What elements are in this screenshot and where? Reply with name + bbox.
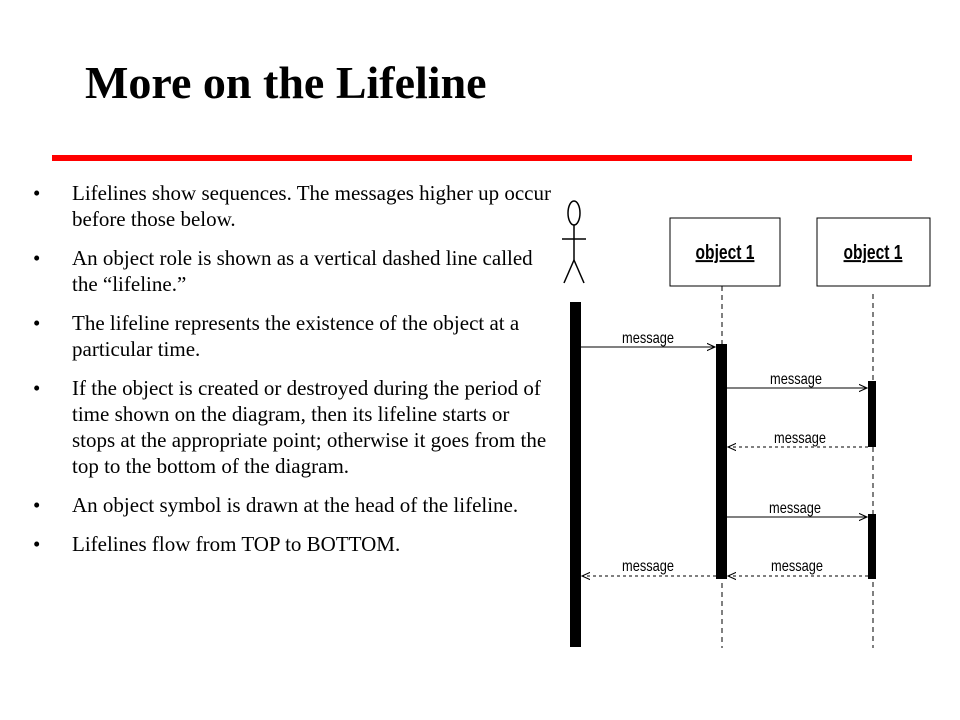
object-box-frame — [816, 217, 931, 287]
message-label: message — [770, 371, 822, 389]
bullet-item: • If the object is created or destroyed d… — [30, 375, 555, 479]
object-box-frame — [669, 217, 781, 287]
bullet-item: • Lifelines flow from TOP to BOTTOM. — [30, 531, 555, 557]
bullet-item: • An object role is shown as a vertical d… — [30, 245, 555, 297]
message-label: message — [769, 500, 821, 518]
actor-activation-bar — [570, 302, 581, 647]
message-label: message — [622, 330, 674, 348]
message-label: message — [622, 558, 674, 576]
message-return-arrow: message — [728, 558, 868, 576]
object-2-activation-bar — [868, 514, 876, 579]
bullet-text: An object symbol is drawn at the head of… — [72, 493, 519, 517]
object-1-activation-bar — [716, 344, 727, 579]
bullet-dot: • — [33, 493, 41, 517]
bullet-text: An object role is shown as a vertical da… — [72, 246, 533, 296]
message-arrow: message — [727, 371, 867, 389]
bullet-dot: • — [33, 532, 41, 556]
message-label: message — [774, 430, 826, 448]
bullet-text: If the object is created or destroyed du… — [72, 376, 547, 478]
bullet-dot: • — [33, 181, 41, 205]
bullet-text: Lifelines flow from TOP to BOTTOM. — [72, 532, 401, 556]
sequence-diagram: object 1 object 1 message message messag… — [562, 200, 931, 648]
message-arrow: message — [581, 330, 715, 348]
message-return-arrow: message — [728, 430, 868, 448]
bullet-text: Lifelines show sequences. The messages h… — [72, 181, 551, 231]
bullet-item: • An object symbol is drawn at the head o… — [30, 492, 555, 518]
message-arrow: message — [727, 500, 867, 518]
message-label: message — [771, 558, 823, 576]
bullet-dot: • — [33, 376, 41, 400]
object-label: object 1 — [696, 241, 755, 263]
actor-leg-left — [563, 259, 575, 284]
message-return-arrow: message — [582, 558, 716, 576]
actor-leg-right — [573, 259, 585, 284]
bullet-text: The lifeline represents the existence of… — [72, 311, 520, 361]
bullet-item: • Lifelines show sequences. The messages … — [30, 180, 555, 232]
slide-title: More on the Lifeline — [85, 57, 487, 108]
actor-stick-figure-icon — [562, 200, 586, 284]
object-label: object 1 — [844, 241, 903, 263]
actor-head — [567, 200, 581, 226]
title-underline — [52, 155, 912, 161]
object-box: object 1 — [816, 217, 931, 287]
bullet-list: • Lifelines show sequences. The messages … — [30, 180, 555, 570]
object-2-activation-bar — [868, 381, 876, 447]
bullet-dot: • — [33, 311, 41, 335]
object-box: object 1 — [669, 217, 781, 287]
bullet-dot: • — [33, 246, 41, 270]
bullet-item: • The lifeline represents the existence o… — [30, 310, 555, 362]
